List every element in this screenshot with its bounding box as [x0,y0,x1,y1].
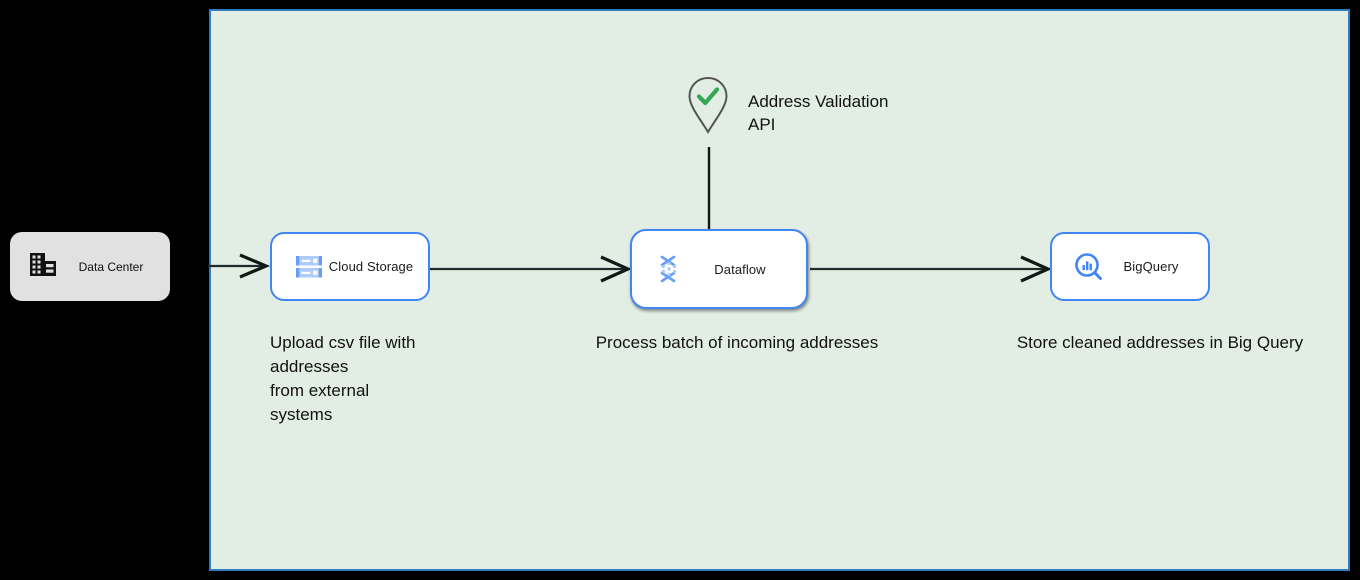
caption-bigquery: Store cleaned addresses in Big Query [1016,333,1304,352]
dataflow-icon [650,250,688,288]
node-cloud-storage[interactable]: Cloud Storage [270,232,430,301]
bigquery-icon [1070,248,1108,286]
node-cloud-storage-label: Cloud Storage [328,259,414,274]
caption-cloud-storage: Upload csv file with addresses from exte… [270,333,416,424]
node-data-center-label: Data Center [78,259,144,274]
building-icon [28,250,62,284]
node-bigquery[interactable]: BigQuery [1050,232,1210,301]
node-bigquery-label: BigQuery [1123,259,1179,274]
map-pin-check-icon[interactable] [686,76,730,134]
node-dataflow-label: Dataflow [714,261,766,277]
caption-dataflow: Process batch of incoming addresses [595,333,879,352]
node-dataflow[interactable]: Dataflow [630,229,808,309]
cloud-storage-icon [290,248,328,286]
node-data-center[interactable]: Data Center [10,232,170,301]
address-validation-api-label: Address Validation API [748,92,889,134]
